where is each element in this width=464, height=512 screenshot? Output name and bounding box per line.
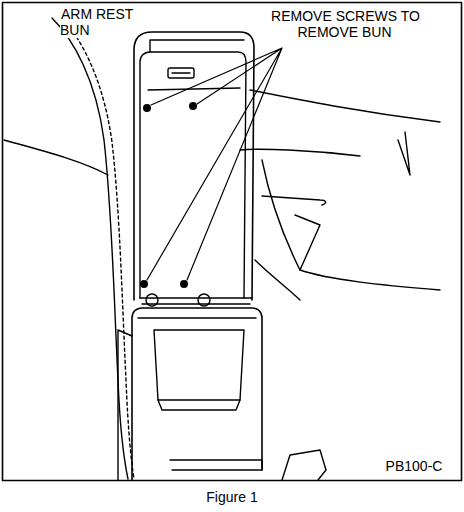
figure-caption: Figure 1 bbox=[0, 489, 464, 505]
right-seat-fold bbox=[255, 260, 300, 300]
console-rim bbox=[138, 317, 256, 318]
label-text: PB100-C bbox=[385, 458, 444, 474]
hinge-pivot bbox=[198, 294, 210, 306]
screw bbox=[143, 104, 151, 112]
label-text: REMOVE SCREWS TO REMOVE BUN bbox=[270, 8, 420, 40]
hinge-pivot bbox=[146, 294, 158, 306]
left-seat-edge bbox=[52, 18, 128, 479]
console-side bbox=[118, 330, 132, 480]
screw bbox=[140, 280, 148, 288]
arm-rest-bun-lip bbox=[150, 40, 244, 52]
latch bbox=[168, 68, 194, 78]
storage-bin-floor bbox=[158, 400, 240, 410]
right-seat-pleat bbox=[398, 132, 410, 175]
seat-belt-buckle bbox=[262, 196, 326, 205]
left-seat-stitch bbox=[62, 18, 134, 479]
right-seat-top bbox=[250, 90, 440, 122]
console-base bbox=[170, 460, 262, 470]
latch-detail bbox=[172, 72, 190, 73]
arm-rest-bun-outline bbox=[134, 32, 254, 300]
figure-frame bbox=[3, 3, 462, 481]
right-seat-cushion bbox=[262, 160, 440, 290]
left-seat-crease bbox=[4, 140, 108, 175]
screw bbox=[189, 102, 197, 110]
right-seat-crease bbox=[240, 149, 360, 156]
panel-edge bbox=[148, 88, 240, 90]
storage-bin bbox=[154, 330, 244, 400]
screw bbox=[180, 280, 188, 288]
part-label: ARM REST BUN bbox=[60, 6, 150, 38]
part-label: REMOVE SCREWS TO REMOVE BUN bbox=[250, 8, 440, 40]
figure-code: PB100-C bbox=[370, 458, 458, 474]
leader-line bbox=[147, 48, 282, 280]
right-seat-pleat bbox=[295, 215, 320, 270]
floor-shifter bbox=[282, 450, 326, 480]
label-text: ARM REST BUN bbox=[60, 6, 133, 38]
console-box bbox=[132, 308, 262, 480]
